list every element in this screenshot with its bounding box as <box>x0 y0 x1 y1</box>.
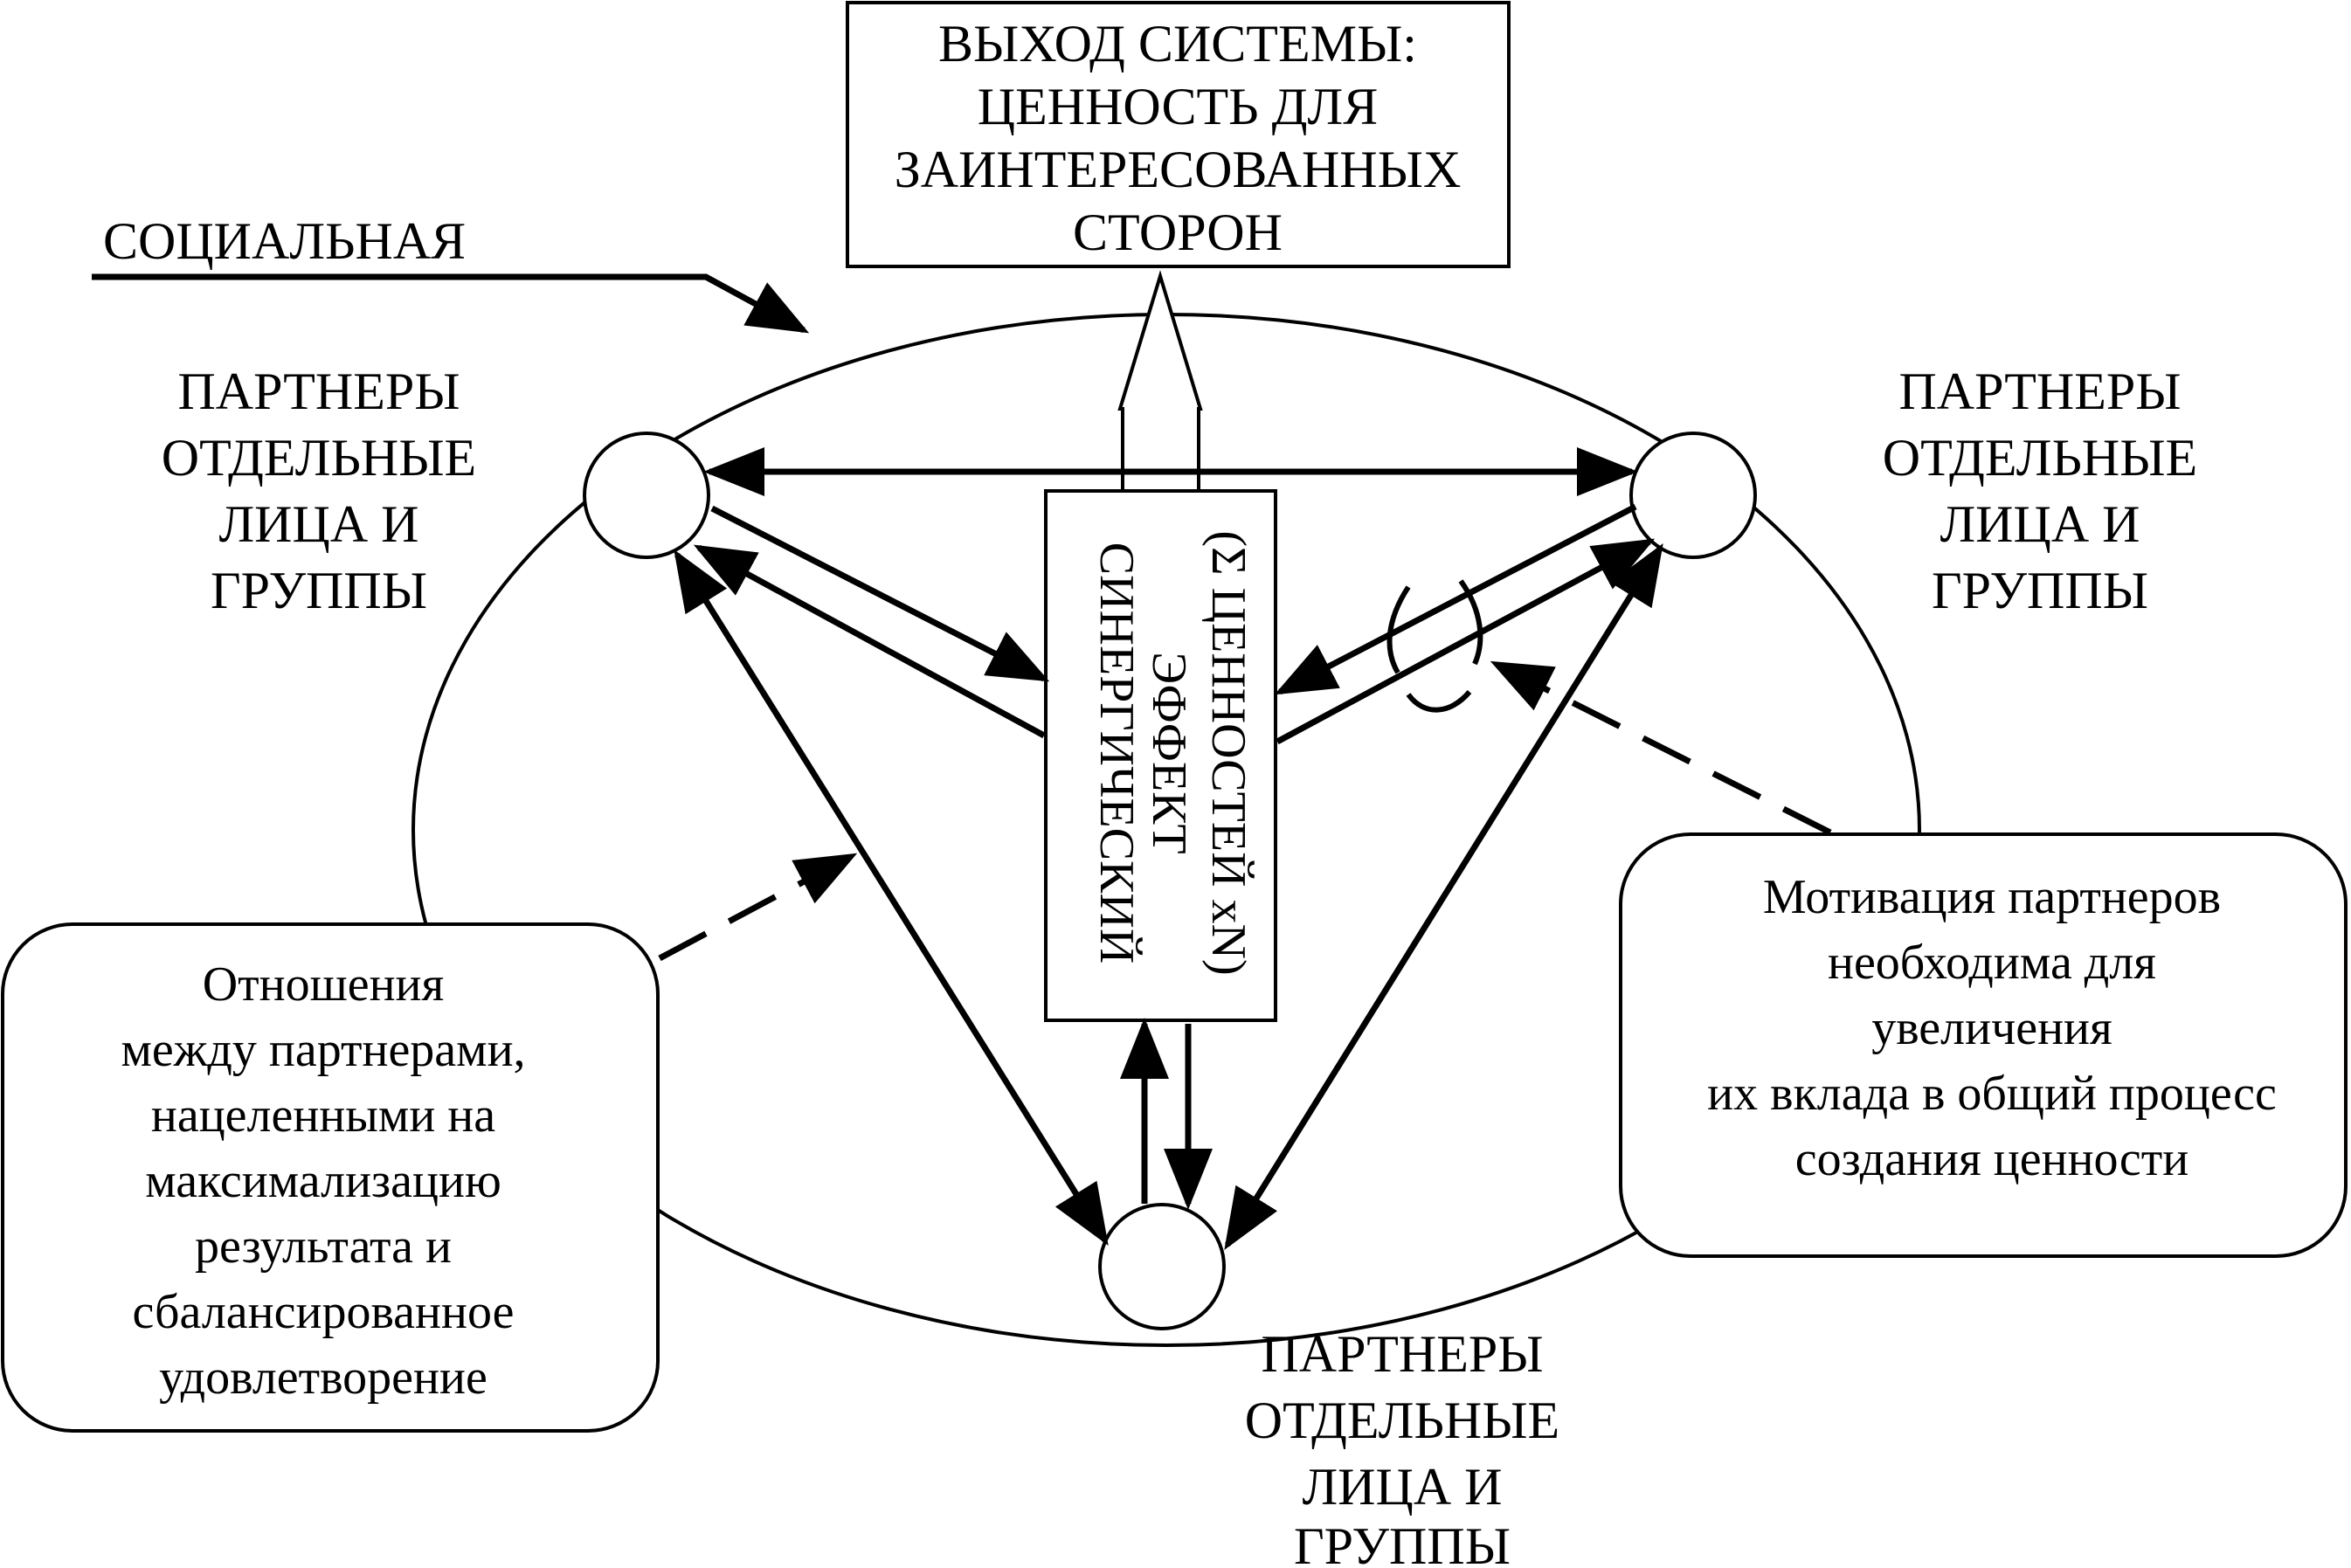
synergy-line-3: (Σ ЦЕННОСТЕЙ xN) <box>1201 530 1255 975</box>
motivation-dashed-arrow <box>1490 660 1832 836</box>
synergy-line-2: ЭФФЕКТ <box>1142 652 1196 854</box>
relations-note-text: Отношения между партнерами, нацеленными … <box>121 957 525 1405</box>
motivation-arc-left <box>1386 585 1411 674</box>
system-output-text: ВЫХОД СИСТЕМЫ: ЦЕННОСТЬ ДЛЯ ЗАИНТЕРЕСОВА… <box>895 15 1462 261</box>
right-to-synergy-arrow <box>1274 503 1637 695</box>
output-line-1: ВЫХОД СИСТЕМЫ: <box>938 15 1417 73</box>
relations-note-box <box>1 922 660 1433</box>
output-line-3: ЗАИНТЕРЕСОВАННЫХ <box>895 141 1462 198</box>
partners-left-line-2: ОТДЕЛЬНЫЕ <box>162 429 476 487</box>
left-bottom-link-arrow <box>674 549 1109 1246</box>
motivation-note-text: Мотивация партнеров необходима для увели… <box>1707 870 2277 1186</box>
partners-bottom-line-3: ЛИЦА И <box>1302 1458 1502 1516</box>
partners-left-label: ПАРТНЕРЫ ОТДЕЛЬНЫЕ ЛИЦА И ГРУППЫ <box>162 363 476 619</box>
left-to-synergy-arrow <box>710 505 1050 682</box>
output-hollow-arrow-outline <box>1117 270 1203 491</box>
relations-line-7: удовлетворение <box>159 1350 487 1405</box>
partners-bottom-line-1: ПАРТНЕРЫ <box>1261 1325 1543 1383</box>
relations-line-2: между партнерами, <box>121 1023 525 1077</box>
partners-left-line-3: ЛИЦА И <box>218 495 418 553</box>
relations-line-5: результата и <box>195 1219 452 1274</box>
relations-line-4: максимализацию <box>145 1154 501 1208</box>
partners-bottom-line-2: ОТДЕЛЬНЫЕ <box>1245 1392 1559 1449</box>
partners-right-line-4: ГРУППЫ <box>1932 562 2148 619</box>
relations-line-3: нацеленными на <box>151 1088 495 1143</box>
motivation-line-3: увеличения <box>1871 1001 2112 1055</box>
motivation-line-4: их вклада в общий процесс <box>1707 1067 2277 1121</box>
partners-right-line-2: ОТДЕЛЬНЫЕ <box>1883 429 2197 487</box>
relations-line-6: сбалансированное <box>132 1285 514 1339</box>
partner-node-bottom <box>1098 1203 1226 1330</box>
motivation-line-1: Мотивация партнеров <box>1763 870 2221 924</box>
motivation-line-2: необходима для <box>1828 936 2156 990</box>
partners-bottom-label: ПАРТНЕРЫ ОТДЕЛЬНЫЕ ЛИЦА И ГРУППЫ <box>1245 1325 1559 1568</box>
relations-line-1: Отношения <box>203 957 445 1012</box>
motivation-note-box <box>1619 832 2348 1258</box>
motivation-arc-right <box>1458 579 1483 666</box>
partner-node-right <box>1629 432 1757 559</box>
partners-right-line-1: ПАРТНЕРЫ <box>1898 363 2181 420</box>
synergy-to-left-arrow <box>693 544 1046 739</box>
partners-right-line-3: ЛИЦА И <box>1940 495 2140 553</box>
partners-left-line-4: ГРУППЫ <box>211 562 427 619</box>
synergy-line-1: СИНЕРГИЧЕСКИЙ <box>1089 542 1144 964</box>
partners-bottom-line-4: ГРУППЫ <box>1294 1517 1511 1568</box>
partners-right-label: ПАРТНЕРЫ ОТДЕЛЬНЫЕ ЛИЦА И ГРУППЫ <box>1883 363 2197 619</box>
system-output-box <box>846 1 1511 268</box>
partner-node-left <box>583 432 710 559</box>
partners-left-line-1: ПАРТНЕРЫ <box>177 363 460 420</box>
social-label: СОЦИАЛЬНАЯ <box>103 212 466 270</box>
output-line-2: ЦЕННОСТЬ ДЛЯ <box>978 78 1378 135</box>
motivation-line-5: создания ценности <box>1795 1132 2189 1186</box>
relations-dashed-arrow <box>658 853 858 962</box>
social-pointer-arrow <box>92 273 810 334</box>
motivation-arc-bottom <box>1406 689 1472 713</box>
output-line-4: СТОРОН <box>1073 204 1283 261</box>
right-bottom-link-arrow <box>1224 543 1663 1250</box>
